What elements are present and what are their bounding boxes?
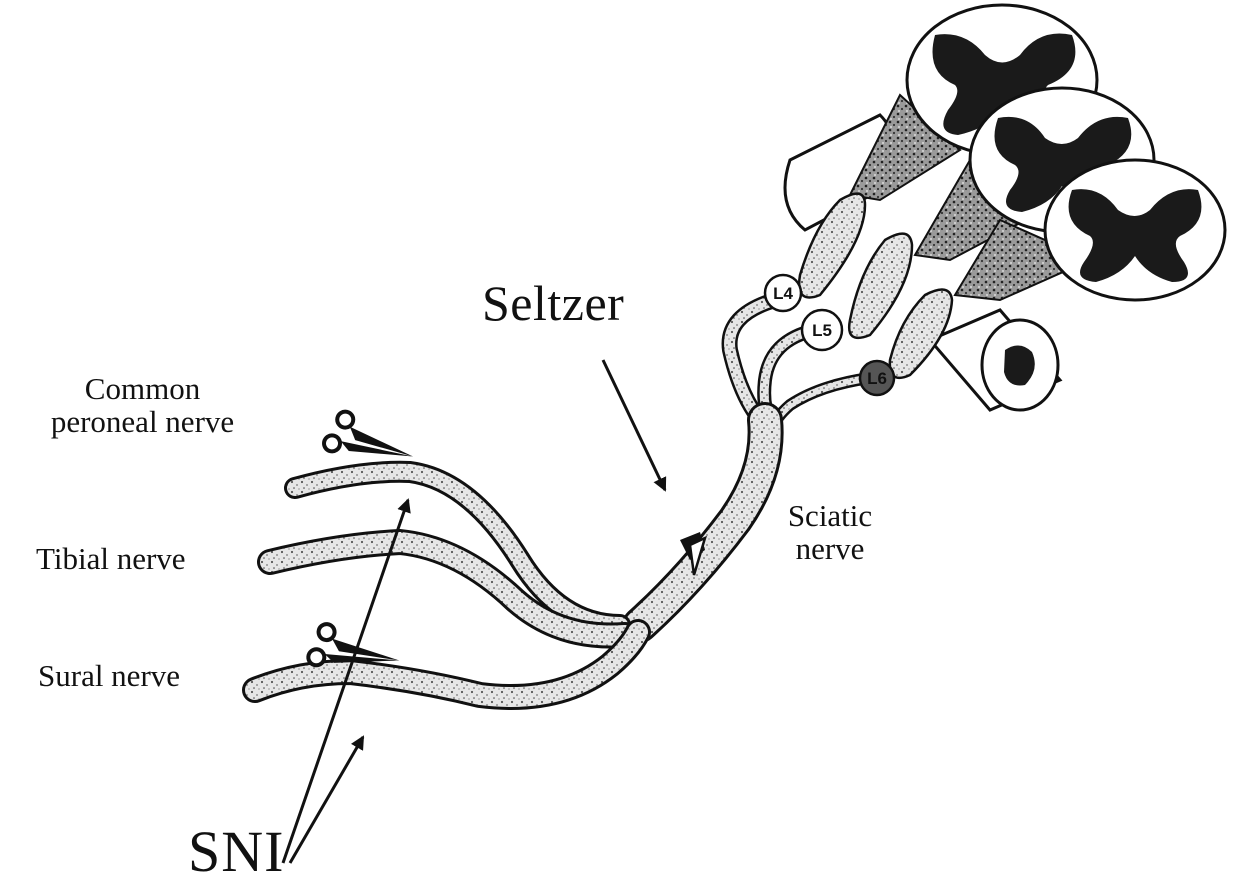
label-sural-nerve: Sural nerve [38, 660, 180, 693]
label-sciatic-nerve: Sciatic nerve [770, 500, 890, 565]
spinal-cord-segments [785, 5, 1225, 410]
vertebral-cylinder-lower [930, 310, 1060, 410]
label-tibial-nerve: Tibial nerve [36, 543, 186, 576]
ganglion-2 [849, 234, 912, 338]
sciatic-nerve-trunk [640, 420, 766, 625]
label-seltzer: Seltzer [482, 277, 624, 330]
root-label-l5-text: L5 [812, 321, 832, 340]
root-label-l4-text: L4 [773, 284, 793, 303]
root-label-l6-text: L6 [867, 369, 887, 388]
root-label-l6: L6 [860, 361, 894, 395]
ganglion-3 [890, 290, 952, 378]
root-label-l5: L5 [802, 310, 842, 350]
sni-arrow-to-sural [290, 737, 363, 863]
scissors-icon [323, 408, 420, 468]
label-common-peroneal-nerve: Common peroneal nerve [30, 373, 255, 438]
cord-section-3 [1045, 160, 1225, 300]
seltzer-arrow [603, 360, 665, 490]
tibial-nerve [270, 542, 625, 636]
root-label-l4: L4 [765, 275, 801, 311]
label-sni: SNI [188, 822, 284, 883]
